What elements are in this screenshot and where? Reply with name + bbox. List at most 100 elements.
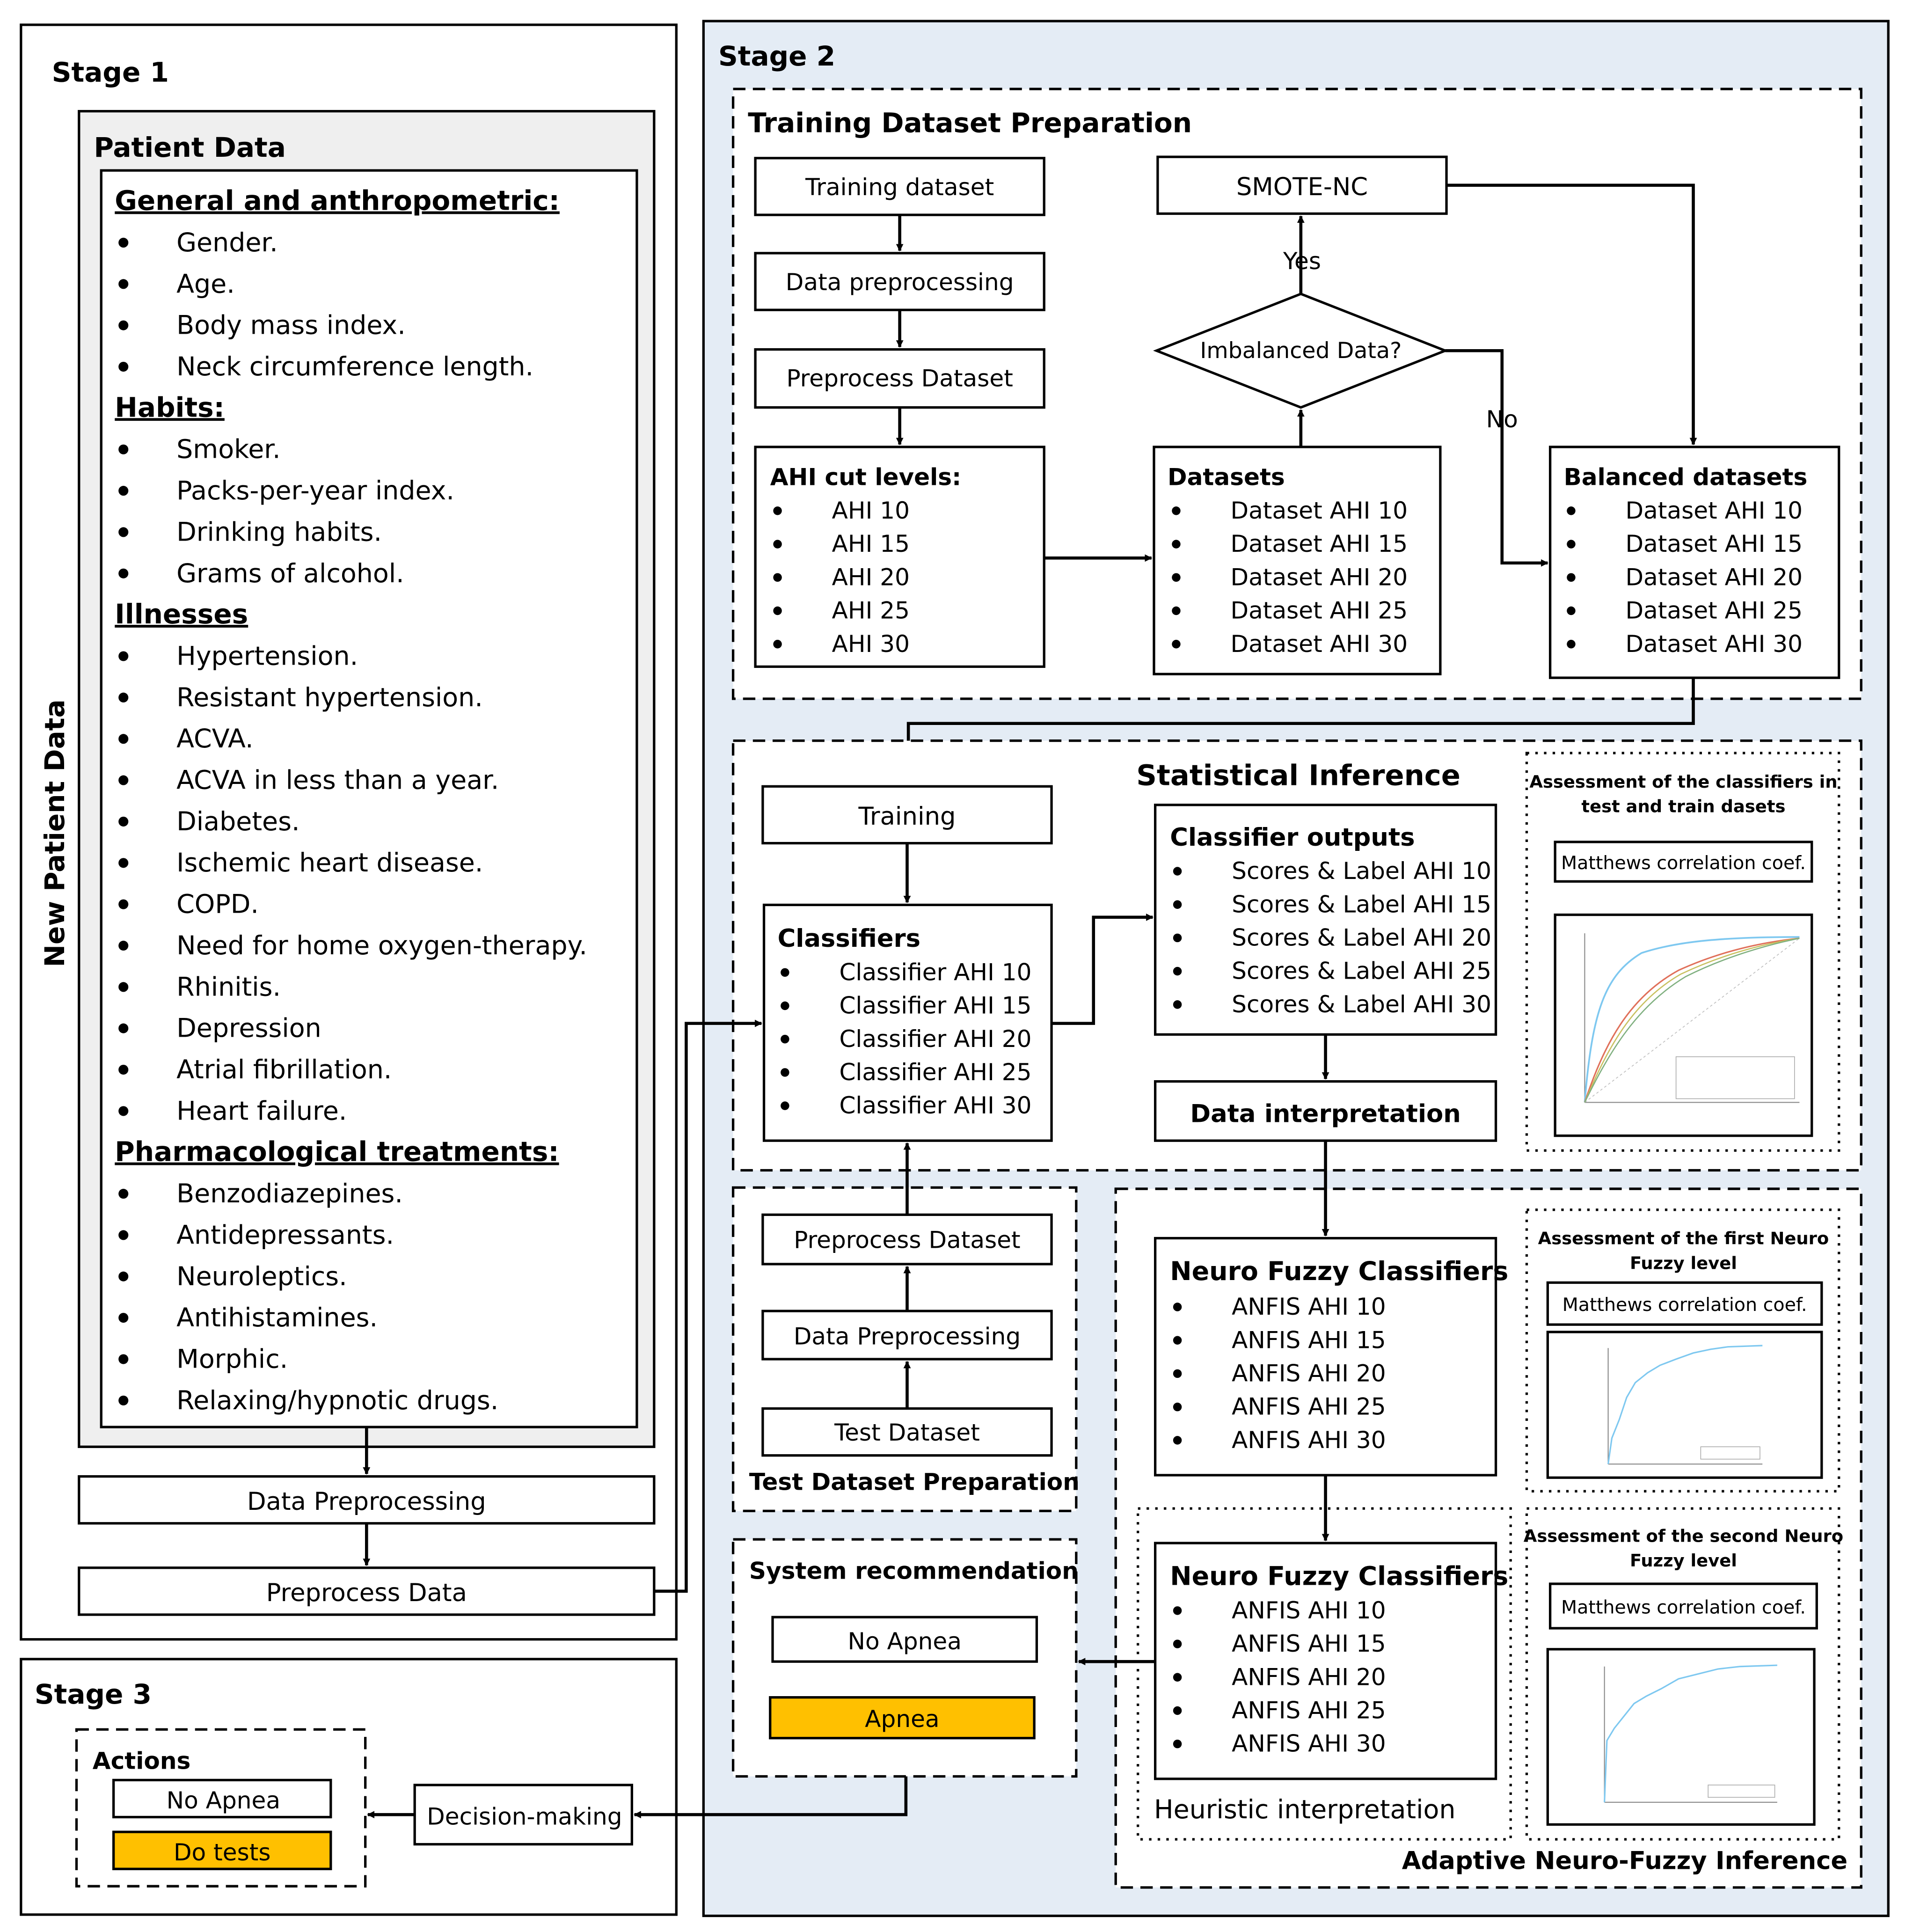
ahi-level-item: AHI 25 bbox=[832, 597, 910, 624]
arrow-recommendation-to-decision bbox=[634, 1776, 908, 1819]
anfis-2-item: ANFIS AHI 20 bbox=[1232, 1663, 1386, 1690]
dataset-item: Dataset AHI 30 bbox=[1231, 630, 1408, 658]
patient-item-bullet bbox=[118, 527, 129, 537]
stage1-data-preprocessing-label: Data Preprocessing bbox=[247, 1487, 486, 1516]
patient-section-heading: General and anthropometric: bbox=[115, 185, 560, 217]
classifier-mcc-box bbox=[1554, 841, 1813, 883]
training-preprocess-dataset-label: Preprocess Dataset bbox=[786, 365, 1013, 392]
classifier-output-item: Scores & Label AHI 20 bbox=[1232, 923, 1491, 951]
arrow-classifiers-to-outputs bbox=[1051, 913, 1154, 1025]
nf1-roc-thumbnail bbox=[1546, 1331, 1823, 1479]
test-preprocess-dataset-box bbox=[761, 1213, 1053, 1266]
imbalanced-data-label: Imbalanced Data? bbox=[1200, 338, 1402, 364]
balanced-dataset-bullet bbox=[1567, 506, 1576, 515]
arrow-preprocess-data-to-classifiers bbox=[654, 1019, 762, 1593]
balanced-datasets-title: Balanced datasets bbox=[1564, 463, 1808, 491]
dataset-bullet bbox=[1172, 540, 1181, 549]
classifier-output-item: Scores & Label AHI 25 bbox=[1232, 957, 1491, 985]
anfis-1-item: ANFIS AHI 20 bbox=[1232, 1359, 1386, 1387]
classifier-mcc-label: Matthews correlation coef. bbox=[1561, 852, 1806, 874]
actions-title: Actions bbox=[93, 1747, 191, 1775]
recommendation-apnea-label: Apnea bbox=[865, 1705, 939, 1733]
neuro-fuzzy-2-box bbox=[1154, 1542, 1497, 1780]
training-box bbox=[761, 785, 1053, 845]
anfis-1-bullet bbox=[1173, 1303, 1182, 1311]
anfis-2-item: ANFIS AHI 30 bbox=[1232, 1730, 1386, 1757]
patient-data-item: Antihistamines. bbox=[176, 1303, 378, 1333]
patient-data-item: Antidepressants. bbox=[176, 1220, 394, 1250]
new-patient-data-label: New Patient Data bbox=[39, 699, 71, 967]
ahi-level-bullet bbox=[773, 506, 782, 515]
patient-data-item: COPD. bbox=[176, 890, 259, 920]
datasets-box bbox=[1153, 446, 1442, 675]
patient-item-bullet bbox=[118, 651, 129, 661]
action-no-apnea-box bbox=[112, 1778, 332, 1819]
patient-item-bullet bbox=[118, 858, 129, 868]
recommendation-apnea-box bbox=[769, 1696, 1036, 1740]
ahi-level-item: AHI 15 bbox=[832, 530, 910, 557]
dataset-bullet bbox=[1172, 573, 1181, 582]
patient-data-item: ACVA. bbox=[176, 724, 253, 754]
classifier-roc-thumbnail bbox=[1554, 913, 1813, 1137]
anfis-1-item: ANFIS AHI 10 bbox=[1232, 1293, 1386, 1320]
patient-item-bullet bbox=[118, 361, 129, 372]
patient-item-bullet bbox=[118, 279, 129, 289]
classifier-assessment-title-line1: Assessment of the classifiers in bbox=[1529, 772, 1837, 792]
classifier-item: Classifier AHI 25 bbox=[839, 1058, 1031, 1086]
imbalanced-data-decision bbox=[1153, 293, 1449, 409]
classifier-item: Classifier AHI 20 bbox=[839, 1025, 1031, 1053]
balanced-dataset-bullet bbox=[1567, 640, 1576, 649]
nf2-assessment-title-line1: Assessment of the second Neuro bbox=[1524, 1526, 1843, 1546]
balanced-dataset-item: Dataset AHI 30 bbox=[1625, 630, 1803, 658]
anfis-2-bullet bbox=[1173, 1706, 1182, 1715]
action-do-tests-label: Do tests bbox=[174, 1838, 271, 1866]
anfis-2-item: ANFIS AHI 25 bbox=[1232, 1697, 1386, 1724]
patient-item-bullet bbox=[118, 1271, 129, 1281]
patient-data-item: Gender. bbox=[176, 228, 278, 258]
smote-nc-box bbox=[1156, 155, 1448, 215]
balanced-dataset-bullet bbox=[1567, 573, 1576, 582]
patient-data-item: Benzodiazepines. bbox=[176, 1179, 403, 1209]
patient-item-bullet bbox=[118, 982, 129, 992]
patient-item-bullet bbox=[118, 1023, 129, 1033]
balanced-dataset-item: Dataset AHI 15 bbox=[1625, 530, 1803, 557]
training-dataset-box bbox=[754, 157, 1045, 216]
patient-item-bullet bbox=[118, 1189, 129, 1199]
patient-section-heading: Pharmacological treatments: bbox=[115, 1136, 559, 1168]
nf1-assessment-title-line2: Fuzzy level bbox=[1630, 1253, 1737, 1273]
test-dataset-label: Test Dataset bbox=[834, 1419, 980, 1446]
anfis-2-bullet bbox=[1173, 1673, 1182, 1682]
heuristic-panel bbox=[1137, 1507, 1512, 1841]
classifier-output-bullet bbox=[1173, 867, 1182, 876]
anfis-title: Adaptive Neuro-Fuzzy Inference bbox=[1402, 1846, 1848, 1875]
classifier-output-bullet bbox=[1173, 966, 1182, 976]
training-dataset-label: Training dataset bbox=[805, 173, 994, 201]
anfis-1-bullet bbox=[1173, 1336, 1182, 1345]
test-prep-title: Test Dataset Preparation bbox=[749, 1468, 1080, 1496]
patient-item-bullet bbox=[118, 734, 129, 744]
anfis-2-bullet bbox=[1173, 1639, 1182, 1648]
recommendation-no-apnea-box bbox=[771, 1616, 1038, 1663]
arrow-smote-to-balanced bbox=[1446, 183, 1697, 446]
dataset-bullet bbox=[1172, 640, 1181, 649]
nf2-mcc-box bbox=[1548, 1582, 1818, 1630]
classifier-bullet bbox=[781, 1034, 789, 1044]
patient-item-bullet bbox=[118, 320, 129, 330]
patient-item-bullet bbox=[118, 940, 129, 951]
data-interpretation-label: Data interpretation bbox=[1190, 1100, 1460, 1128]
anfis-2-item: ANFIS AHI 15 bbox=[1232, 1630, 1386, 1657]
patient-item-bullet bbox=[118, 816, 129, 827]
patient-item-bullet bbox=[118, 444, 129, 454]
patient-data-item: Relaxing/hypnotic drugs. bbox=[176, 1386, 498, 1416]
ahi-level-item: AHI 10 bbox=[832, 497, 910, 524]
ahi-level-item: AHI 30 bbox=[832, 630, 910, 658]
ahi-level-bullet bbox=[773, 573, 782, 582]
training-data-preprocessing-label: Data preprocessing bbox=[786, 268, 1014, 296]
patient-item-bullet bbox=[118, 237, 129, 248]
balanced-dataset-bullet bbox=[1567, 606, 1576, 615]
classifier-assessment-title-line2: test and train dasets bbox=[1581, 797, 1785, 817]
